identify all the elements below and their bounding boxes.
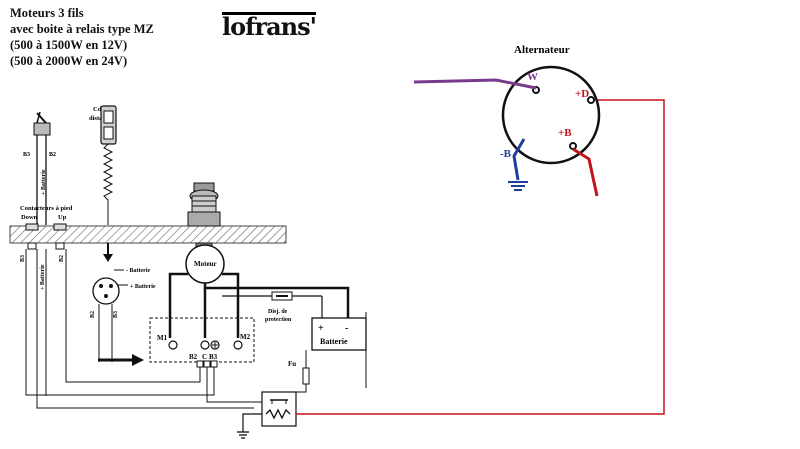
- title-line-4: (500 à 2000W en 24V): [10, 54, 128, 68]
- relay-b2-label: B2: [189, 353, 198, 361]
- b-minus-terminal-label: -B: [500, 148, 512, 160]
- w-wire-purple: [413, 78, 537, 90]
- plug-b3-label: B3: [113, 311, 119, 318]
- plug-minus-battery-label: - Batterie: [126, 268, 150, 274]
- relay-b3-label: B3: [209, 353, 218, 361]
- d-plus-terminal-label: +D: [575, 88, 589, 100]
- title-line-2: avec boite à relais type MZ: [10, 22, 154, 36]
- b-minus-ground-blue: [508, 138, 528, 191]
- up-label: Up: [58, 214, 67, 221]
- connector-plug-icon: [92, 269, 128, 345]
- toggle-b2-label: B2: [49, 152, 56, 158]
- fuse-icon: [302, 367, 310, 385]
- foot-b2-label: B2: [59, 255, 65, 262]
- relay-c-label: C: [202, 353, 207, 361]
- battery-icon: [311, 317, 367, 351]
- battery-plus-label: +: [318, 323, 324, 334]
- m1-label: M1: [157, 334, 168, 342]
- foot-battery-label: + Batterie: [40, 264, 46, 290]
- plug-b2-label: B2: [90, 311, 96, 318]
- foot-switch-icons: [25, 223, 67, 250]
- m2-label: M2: [240, 333, 251, 341]
- resistor-box-icon: [261, 391, 297, 427]
- b-plus-wire-red: [572, 147, 599, 197]
- down-label: Down: [21, 214, 38, 221]
- ground-symbol-icon: [237, 413, 262, 439]
- breaker-label-line-1: Disj. de: [268, 309, 288, 315]
- battery-minus-label: -: [345, 323, 348, 334]
- battery-label: Batterie: [320, 337, 348, 346]
- charge-wire-red: [296, 99, 665, 415]
- alternator-label: Alternateur: [514, 44, 570, 56]
- title-line-3: (500 à 1500W en 12V): [10, 38, 128, 52]
- toggle-b3-label: B3: [23, 152, 30, 158]
- windlass-icon: [187, 182, 221, 252]
- breaker-label-line-2: protection: [265, 317, 292, 323]
- title-line-1: Moteurs 3 fils: [10, 6, 84, 20]
- toggle-battery-label: + Batterie: [41, 169, 47, 195]
- relay-box: [149, 317, 255, 368]
- lofrans-logo: lofrans': [222, 12, 317, 41]
- foot-switch-label: Contacteurs à pied: [20, 205, 73, 212]
- foot-b3-label: B3: [20, 255, 26, 262]
- deck: [9, 225, 287, 244]
- fuse-label: Fu: [288, 360, 296, 368]
- control-wiring: [222, 295, 323, 318]
- remote-control-icon: [100, 105, 117, 262]
- motor-label: Moteur: [194, 260, 217, 268]
- w-terminal-label: W: [527, 71, 538, 83]
- toggle-switch-icon: [33, 111, 51, 225]
- arrow-right-icon: [98, 354, 144, 366]
- circuit-breaker-icon: [271, 291, 293, 301]
- b-plus-terminal-label: +B: [558, 127, 572, 139]
- plug-plus-battery-label: + Batterie: [130, 284, 156, 290]
- motor-wiring: [168, 272, 350, 338]
- control-wires: [25, 249, 367, 409]
